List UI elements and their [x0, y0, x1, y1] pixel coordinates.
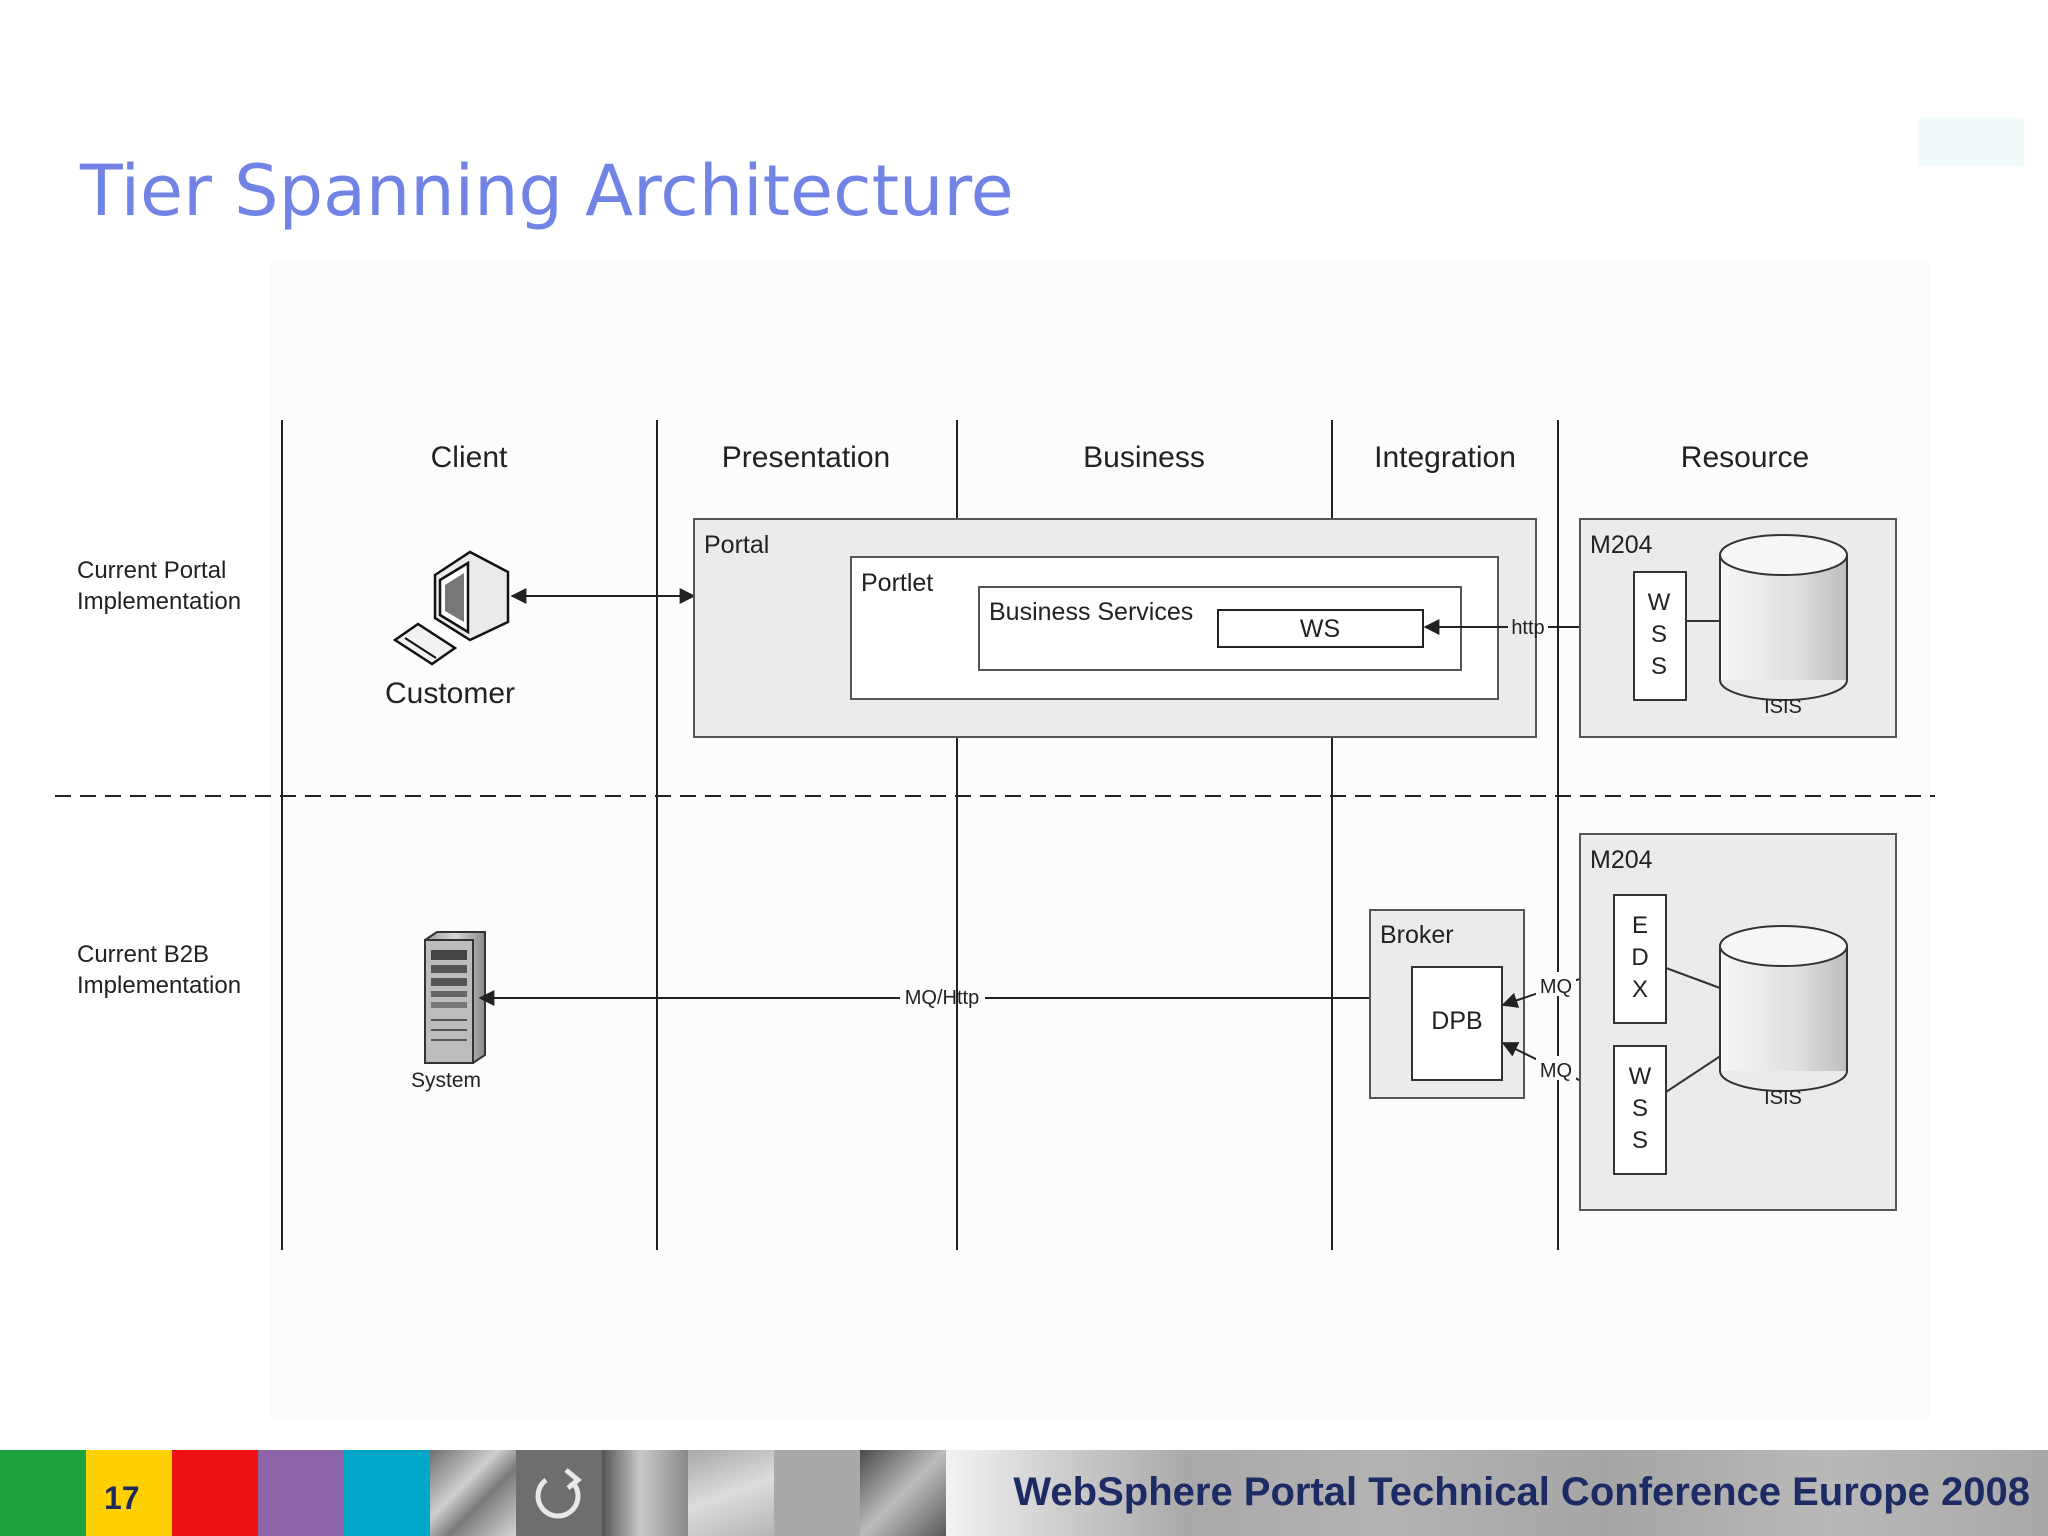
wss-box-top — [1633, 571, 1687, 701]
row-label-portal-line2: Implementation — [77, 588, 241, 615]
portal-label: Portal — [704, 531, 769, 559]
edx-letter-d: D — [1631, 944, 1648, 971]
refresh-icon — [535, 1468, 582, 1519]
isis-database-icon-top — [1719, 534, 1848, 701]
footer-conference-text: WebSphere Portal Technical Conference Eu… — [1013, 1470, 2030, 1514]
customer-label: Customer — [385, 677, 515, 710]
mq-label-bottom: MQ — [1540, 1060, 1572, 1082]
http-label: http — [1511, 617, 1544, 639]
ws-box — [1217, 609, 1424, 648]
customer-computer-icon — [392, 550, 510, 666]
page-number: 17 — [104, 1480, 140, 1516]
isis-label-top: ISIS — [1764, 696, 1802, 718]
business-services-label: Business Services — [989, 598, 1193, 626]
row-label-b2b-line1: Current B2B — [77, 941, 209, 968]
m204-label-top: M204 — [1590, 531, 1653, 559]
isis-database-icon-bottom — [1719, 925, 1848, 1092]
mq-http-label: MQ/Http — [905, 987, 979, 1009]
edx-letter-e: E — [1632, 912, 1648, 939]
footer-refresh-tile — [516, 1450, 602, 1536]
dpb-box — [1411, 966, 1503, 1081]
portlet-label: Portlet — [861, 569, 933, 597]
edx-letter-x: X — [1632, 976, 1648, 1003]
wss-letter-s2-top: S — [1651, 653, 1667, 680]
row-label-portal-line1: Current Portal — [77, 557, 226, 584]
footer-bar — [0, 1450, 2048, 1536]
tier-header-resource: Resource — [1681, 441, 1809, 474]
ibm-logo-icon — [1918, 118, 2024, 166]
ws-label: WS — [1300, 615, 1340, 643]
wss-letter-s1-top: S — [1651, 621, 1667, 648]
tier-header-integration: Integration — [1374, 441, 1516, 474]
tier-header-presentation: Presentation — [722, 441, 890, 474]
footer-strip-cyan — [344, 1450, 430, 1536]
m204-label-bottom: M204 — [1590, 846, 1653, 874]
system-server-icon — [424, 931, 486, 1064]
edx-isis-link — [1665, 967, 1721, 989]
footer-photo-1 — [430, 1450, 516, 1536]
wss-isis-link-bottom — [1665, 1054, 1723, 1093]
dpb-label: DPB — [1431, 1007, 1482, 1035]
footer-strip-red — [172, 1450, 258, 1536]
footer-photo-4 — [774, 1450, 860, 1536]
wss-letter-s2-bottom: S — [1632, 1127, 1648, 1154]
footer-strip-yellow — [86, 1450, 172, 1536]
wss-letter-w-top: W — [1648, 589, 1671, 616]
footer-banner-background — [946, 1450, 2048, 1536]
row-label-b2b-line2: Implementation — [77, 972, 241, 999]
tier-header-client: Client — [431, 441, 508, 474]
wss-box-bottom — [1613, 1045, 1667, 1175]
mq-label-top: MQ — [1540, 976, 1572, 998]
tier-header-business: Business — [1083, 441, 1205, 474]
architecture-diagram: Client Presentation Business Integration… — [55, 420, 1935, 1250]
footer-photo-2 — [602, 1450, 688, 1536]
edx-box — [1613, 894, 1667, 1024]
wss-letter-s1-bottom: S — [1632, 1095, 1648, 1122]
system-label: System — [411, 1069, 481, 1092]
footer-strip-purple — [258, 1450, 344, 1536]
wss-letter-w-bottom: W — [1629, 1063, 1652, 1090]
isis-label-bottom: ISIS — [1764, 1087, 1802, 1109]
footer-photo-5 — [860, 1450, 946, 1536]
footer-strip-green — [0, 1450, 86, 1536]
slide-title: Tier Spanning Architecture — [80, 150, 1014, 232]
broker-label: Broker — [1380, 921, 1454, 949]
footer-photo-3 — [688, 1450, 774, 1536]
